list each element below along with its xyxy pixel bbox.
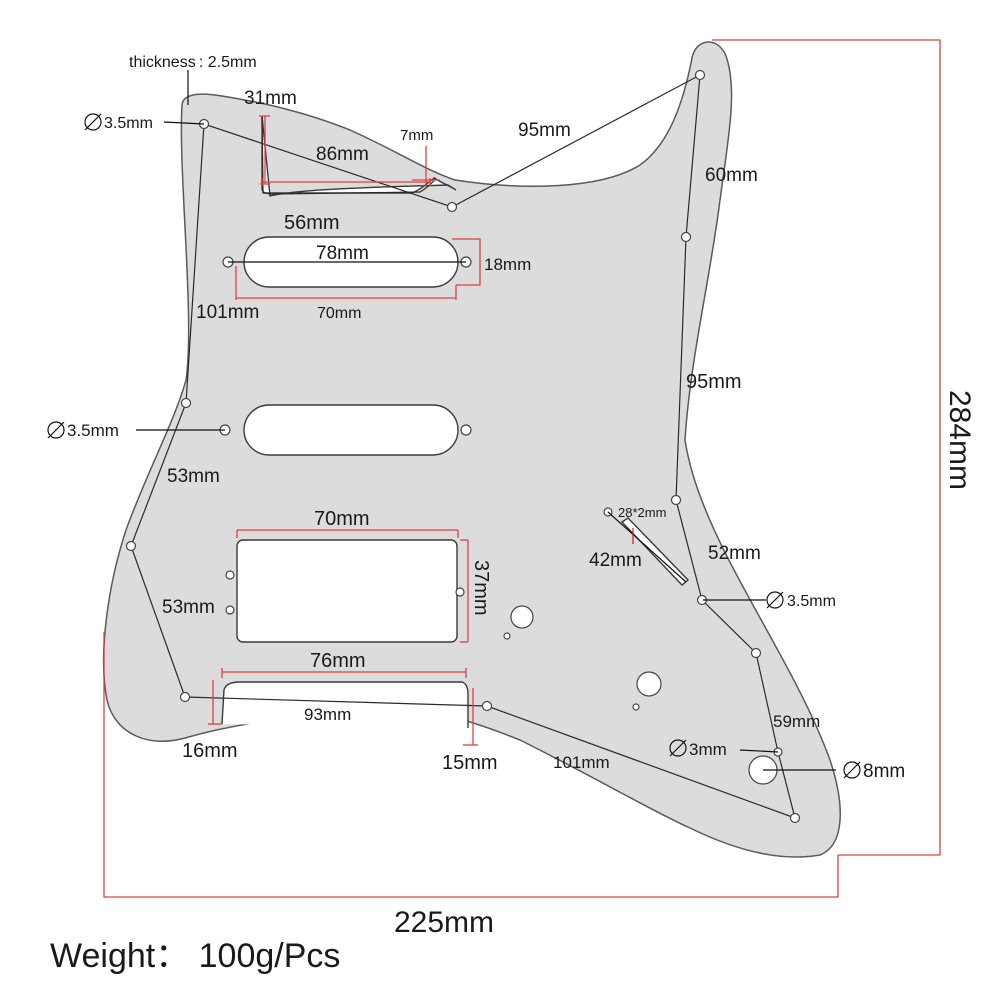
dimension-label: 95mm (686, 371, 742, 393)
dimension-label: 18mm (484, 255, 531, 274)
dimension-label: 31mm (244, 88, 297, 109)
height-dimension-line (712, 39, 941, 856)
width-dimension-line (103, 632, 839, 898)
dimension-label: 95mm (518, 120, 571, 141)
dimension-label: 53mm (167, 466, 220, 487)
dimension-label: 101mm (196, 302, 259, 323)
screw-path (130, 73, 796, 819)
diameter-icon (669, 739, 687, 757)
dimension-label: 59mm (773, 712, 820, 731)
bottom-cutout (221, 681, 469, 728)
screw-hole (694, 69, 706, 81)
dimension-label: 7mm (400, 127, 433, 144)
screw-hole (179, 691, 191, 703)
screw-hole (750, 647, 762, 659)
height-label: 284mm (943, 390, 976, 490)
dimension-label: 60mm (705, 165, 758, 186)
dimension-label: 53mm (162, 597, 215, 618)
dimension-label: 16mm (182, 740, 238, 762)
leader-lines (136, 70, 836, 771)
dimension-label: 76mm (310, 650, 366, 672)
diameter-label: 8mm (863, 761, 905, 782)
dimension-label: 15mm (442, 752, 498, 774)
screw-hole (789, 812, 801, 824)
width-label: 225mm (394, 906, 494, 939)
dimension-label: 56mm (284, 212, 340, 234)
screw-hole (680, 231, 692, 243)
small-hole (503, 632, 511, 640)
diameter-icon (47, 421, 65, 439)
dimension-label: 86mm (316, 144, 369, 165)
pickup-hole (225, 605, 235, 615)
dimension-label: 78mm (316, 243, 369, 264)
screw-hole (446, 201, 458, 213)
thickness-label: thickness : 2.5mm (129, 54, 257, 71)
neck-slot-edge (261, 116, 437, 195)
knob-hole (636, 671, 662, 697)
dimension-label: 70mm (314, 508, 370, 530)
pickup-hole (460, 424, 472, 436)
diameter-label: 3mm (689, 740, 727, 759)
dimension-label: 42mm (589, 550, 642, 571)
switch-centerline (607, 511, 687, 583)
screw-hole (670, 494, 682, 506)
neck-slot-cutout (261, 115, 457, 197)
dimension-label: 70mm (317, 305, 361, 322)
middle-pickup-cutout (243, 404, 459, 456)
dimension-label: 93mm (304, 705, 351, 724)
screw-hole (180, 397, 192, 409)
red-dimensions (208, 115, 634, 746)
small-hole (632, 703, 640, 711)
pickup-hole (225, 570, 235, 580)
diameter-label: 3.5mm (67, 421, 119, 440)
diameter-label: 3.5mm (104, 115, 153, 132)
dimension-label: 37mm (470, 560, 492, 616)
weight-label: Weight： 100g/Pcs (50, 937, 340, 975)
knob-hole (510, 605, 534, 629)
diameter-icon (84, 113, 102, 131)
screw-hole (125, 540, 137, 552)
screw-hole (481, 700, 493, 712)
diameter-icon (843, 761, 861, 779)
pickup-hole (455, 587, 465, 597)
dimension-label: 101mm (553, 753, 610, 772)
dimension-label: 28*2mm (618, 505, 666, 520)
dimension-label: 52mm (708, 543, 761, 564)
diameter-icon (766, 591, 784, 609)
humbucker-cutout (236, 539, 458, 643)
diameter-label: 3.5mm (787, 593, 836, 610)
